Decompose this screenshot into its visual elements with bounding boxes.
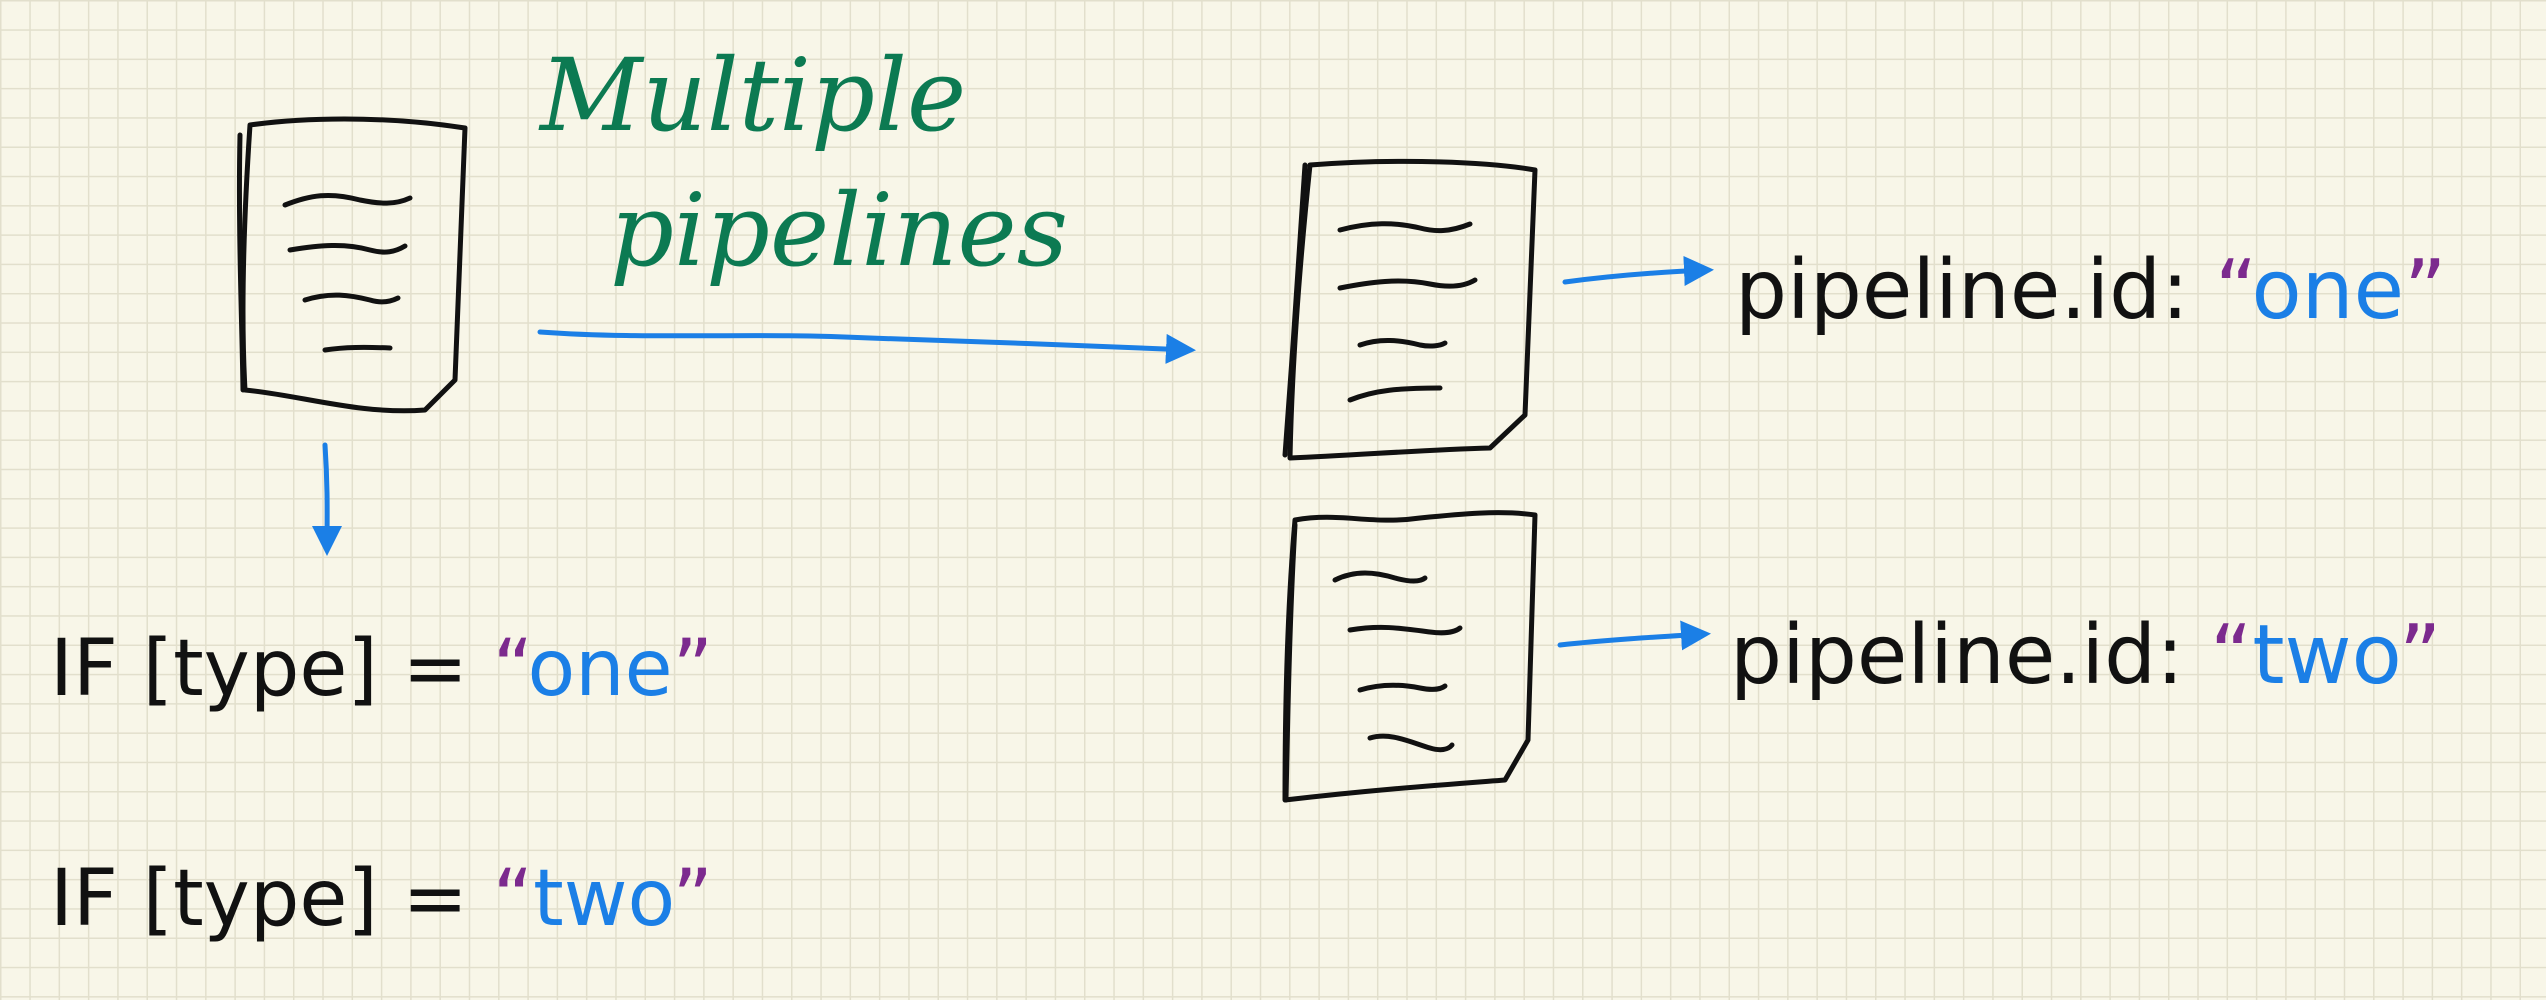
pipeline-one-label: pipeline.id: “one” [1735, 243, 2447, 338]
condition-two-prefix: IF [type] = [50, 854, 493, 944]
condition-one-open-quote: “ [493, 624, 528, 714]
pipeline-one-prefix: pipeline.id: [1735, 243, 2215, 338]
condition-one: IF [type] = “one” [50, 624, 713, 714]
source-document-icon [236, 116, 468, 414]
condition-one-value: one [527, 624, 672, 714]
pipeline-two-close-quote: ” [2399, 608, 2441, 703]
down-arrow [312, 442, 343, 556]
pipeline-one-value: one [2251, 243, 2404, 338]
condition-two-open-quote: “ [493, 854, 533, 944]
pipeline-one-document-icon [1282, 158, 1538, 461]
title-line-2: pipelines [610, 172, 1068, 289]
pipeline-one-close-quote: ” [2404, 243, 2446, 338]
pipeline-one-arrow [1562, 256, 1714, 286]
pipeline-two-document-icon [1282, 510, 1538, 803]
condition-two-value: two [533, 854, 672, 944]
pipeline-two-arrow [1557, 620, 1711, 651]
condition-one-prefix: IF [type] = [50, 624, 493, 714]
main-arrow [537, 329, 1196, 364]
condition-one-close-quote: ” [673, 624, 713, 714]
pipeline-one-open-quote: “ [2215, 243, 2252, 338]
pipeline-two-open-quote: “ [2210, 608, 2252, 703]
pipeline-two-label: pipeline.id: “two” [1730, 608, 2441, 703]
title-line-1: Multiple [538, 37, 966, 154]
pipeline-two-prefix: pipeline.id: [1730, 608, 2210, 703]
pipeline-two-value: two [2252, 608, 2398, 703]
condition-two-close-quote: ” [672, 854, 712, 944]
condition-two: IF [type] = “two” [50, 854, 713, 944]
